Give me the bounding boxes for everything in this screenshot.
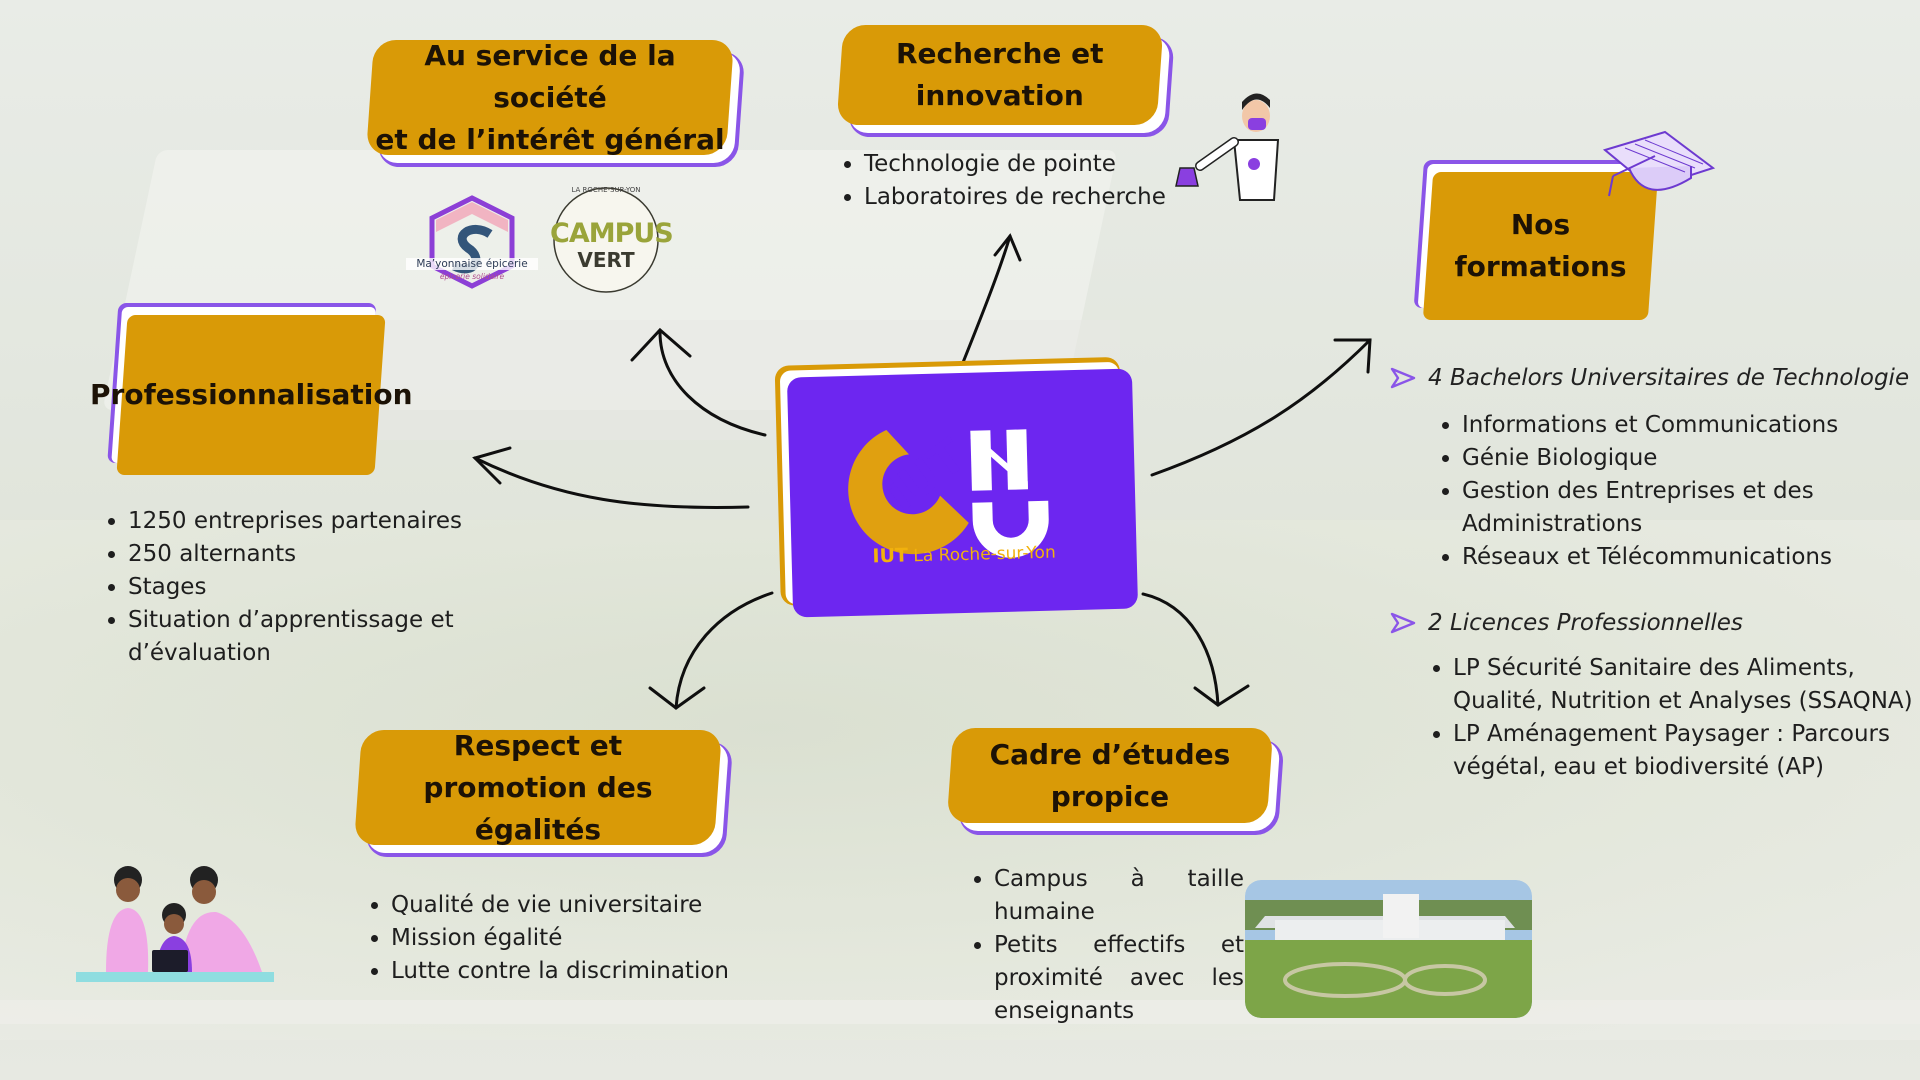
mayonnaise-name: Ma’yonnaise épicerie <box>406 258 538 270</box>
box-societe-label: Au service de la société et de l’intérêt… <box>375 38 725 156</box>
arrow-icon <box>472 446 512 485</box>
iut-logo-icon: iUT <box>848 428 1049 558</box>
list-item: Qualité de vie universitaire <box>391 889 771 922</box>
campus-word1: CAMPUS <box>550 218 674 249</box>
box-cadre: Cadre d’études propice <box>946 728 1274 823</box>
pro-list: 1250 entreprises partenaires 250 alterna… <box>102 505 498 670</box>
arrow-icon <box>1333 338 1372 374</box>
list-item: Petits effectifs et proximité avec les e… <box>994 929 1244 1028</box>
campus-top: LA ROCHE-SUR-YON <box>571 186 641 194</box>
campus-word2: VERT <box>577 248 635 272</box>
box-formations-label: Nos formations <box>1454 208 1627 283</box>
list-item: Technologie de pointe <box>864 148 1194 181</box>
iut-acronym: IUT <box>872 544 909 568</box>
arrow-icon <box>658 330 767 437</box>
mayonnaise-icon <box>429 195 515 289</box>
list-item: Lutte contre la discrimination <box>391 955 771 988</box>
arrow-icon <box>1141 592 1220 707</box>
lp-heading: 2 Licences Professionnelles <box>1390 610 1743 636</box>
list-item: Mission égalité <box>391 922 771 955</box>
list-item: Informations et Communications <box>1462 409 1882 442</box>
list-item: Stages <box>128 571 498 604</box>
chevron-right-icon <box>1390 612 1416 634</box>
recherche-list: Technologie de pointe Laboratoires de re… <box>838 148 1194 214</box>
list-item: Gestion des Entreprises et des Administr… <box>1462 475 1882 541</box>
box-cadre-label: Cadre d’études propice <box>989 737 1231 813</box>
box-recherche: Recherche et innovation <box>836 25 1164 125</box>
mayonnaise-logo: Ma’yonnaise épicerie épicerie solidaire <box>406 192 538 302</box>
arrow-icon <box>674 591 774 710</box>
campus-vert-logo: LA ROCHE-SUR-YON CAMPUS VERT <box>548 184 678 296</box>
iut-city: La Roche-sur-Yon <box>913 542 1056 567</box>
arrow-icon <box>958 234 1012 372</box>
box-egalites-label: Respect et promotion des égalités <box>423 728 653 846</box>
but-heading: 4 Bachelors Universitaires de Technologi… <box>1390 365 1909 391</box>
arrow-icon <box>648 686 706 710</box>
box-societe: Au service de la société et de l’intérêt… <box>365 39 735 156</box>
list-item: LP Aménagement Paysager : Parcours végét… <box>1453 718 1913 784</box>
box-egalites: Respect et promotion des égalités <box>353 729 723 846</box>
arrow-icon <box>1193 684 1250 707</box>
list-item: Campus à taille humaine <box>994 863 1244 929</box>
chevron-right-icon <box>1390 367 1416 389</box>
cadre-list: Campus à taille humaine Petits effectifs… <box>968 863 1244 1028</box>
graduation-cap-icon <box>1602 130 1716 197</box>
lp-list: LP Sécurité Sanitaire des Aliments, Qual… <box>1427 652 1913 784</box>
list-item: LP Sécurité Sanitaire des Aliments, Qual… <box>1453 652 1913 718</box>
but-list: Informations et Communications Génie Bio… <box>1436 409 1882 574</box>
list-item: 1250 entreprises partenaires <box>128 505 498 538</box>
arrow-icon <box>473 456 750 509</box>
egalites-list: Qualité de vie universitaire Mission éga… <box>365 889 771 988</box>
students-laptop-icon <box>76 866 274 982</box>
arrow-icon <box>1150 338 1372 477</box>
list-item: Situation d’apprentissage et d’évaluatio… <box>128 604 498 670</box>
box-pro-label: Professionnalisation <box>89 378 413 411</box>
arrow-icon <box>993 233 1022 262</box>
list-item: Réseaux et Télécommunications <box>1462 541 1882 574</box>
list-item: Laboratoires de recherche <box>864 181 1194 214</box>
box-professionnalisation: Professionnalisation <box>90 315 412 475</box>
iut-logo-card: iUT IUT La Roche-sur-Yon <box>786 368 1139 618</box>
but-label: 4 Bachelors Universitaires de Technologi… <box>1428 365 1910 391</box>
list-item: Génie Biologique <box>1462 442 1882 475</box>
mayonnaise-sub: épicerie solidaire <box>439 272 505 281</box>
box-recherche-label: Recherche et innovation <box>896 37 1104 112</box>
campus-vert-icon <box>553 187 659 293</box>
lp-label: 2 Licences Professionnelles <box>1428 610 1743 636</box>
list-item: 250 alternants <box>128 538 498 571</box>
scientist-icon <box>1175 93 1280 201</box>
arrow-icon <box>630 327 692 362</box>
campus-photo <box>1245 880 1532 1018</box>
